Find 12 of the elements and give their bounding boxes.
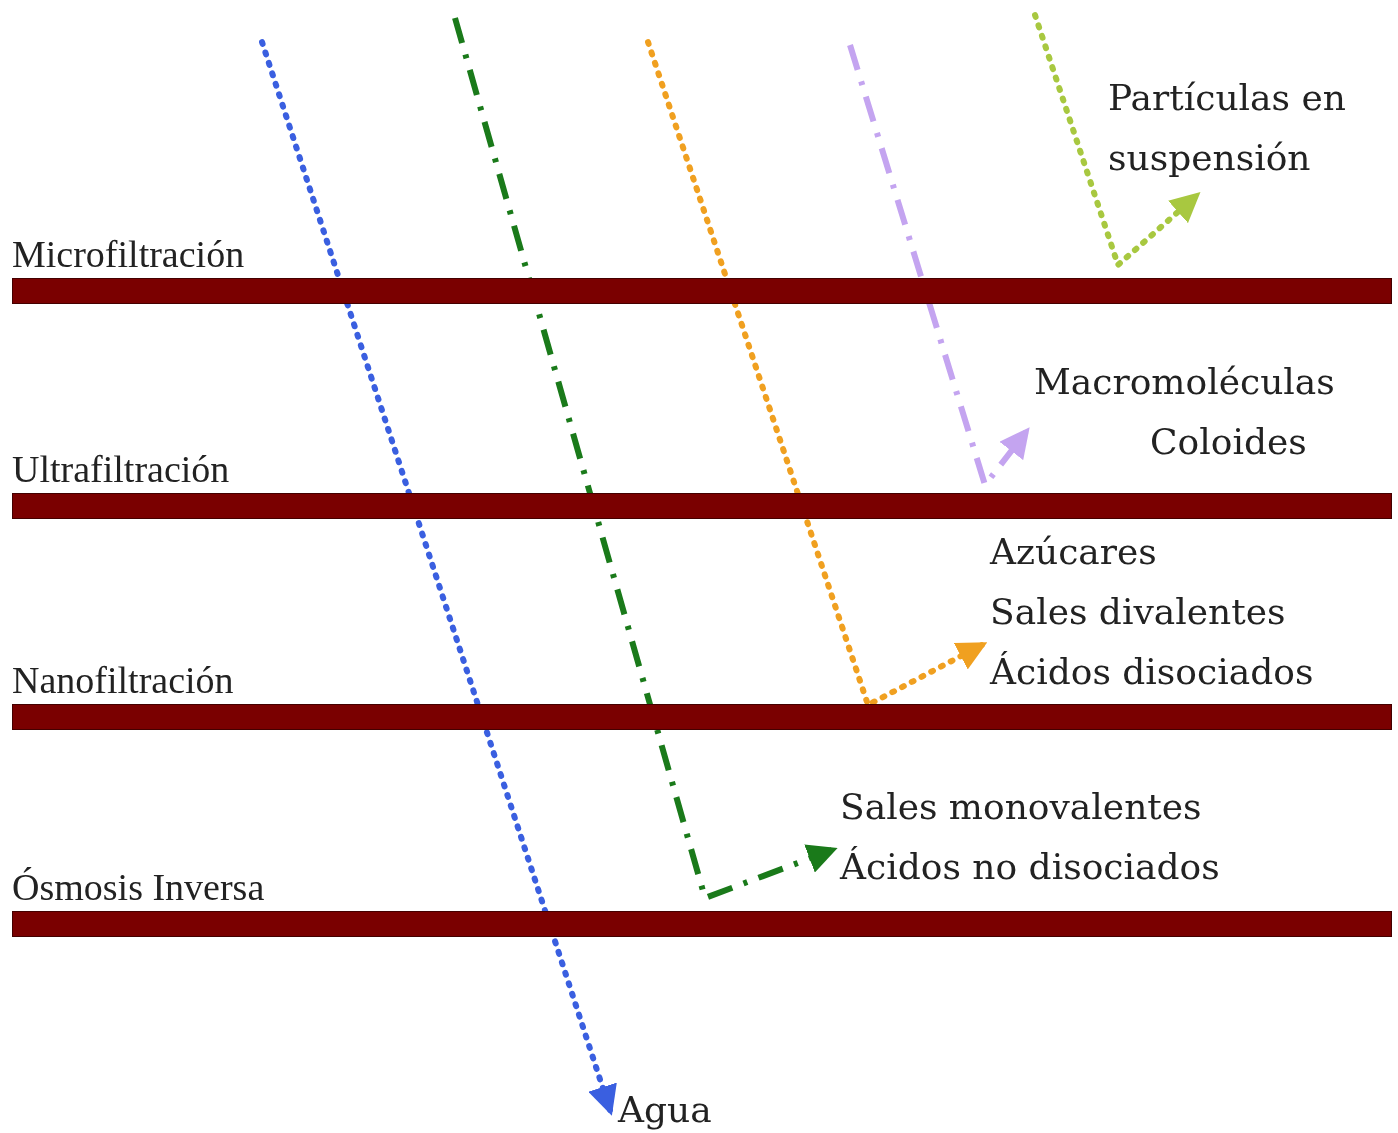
membrane-label: Nanofiltración [12,658,234,702]
permeation-arrow [1032,12,1201,271]
solute-label: Azúcares Sales divalentes Ácidos disociados [990,522,1314,702]
membrane-label: Microfiltración [12,232,245,276]
solute-label: Macromoléculas Coloides [1034,352,1335,472]
membrane-label: Ultrafiltración [12,447,230,491]
solute-label: Sales monovalentes Ácidos no disociados [840,777,1220,897]
permeation-arrow [452,17,838,902]
solute-label: Partículas en suspensión [1108,68,1393,188]
solute-label: Agua [618,1080,712,1133]
membrane-label: Ósmosis Inversa [12,865,265,909]
permeation-arrow [259,39,617,1116]
